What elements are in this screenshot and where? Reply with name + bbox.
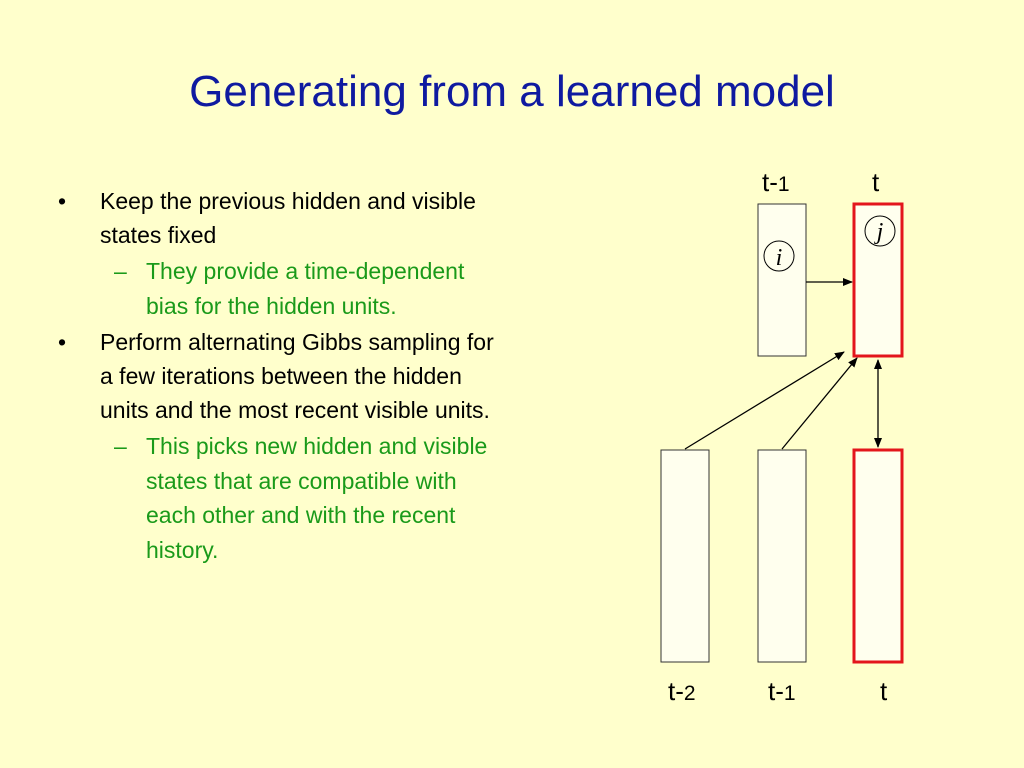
sub-bullet-marker: – [114,433,127,459]
label-t-offset: 1 [778,173,790,196]
bullet-item: • Perform alternating Gibbs sampling for… [58,325,508,427]
bullet-marker: • [58,188,67,214]
bullet-marker: • [58,329,67,355]
arrow-visible-t-minus-1-to-hidden [781,357,858,450]
label-hidden-t-minus-1: t-1 [762,167,790,197]
label-t-prefix: t- [668,676,684,706]
label-t-prefix: t- [762,167,778,197]
visible-box-t-minus-2 [660,449,710,663]
label-t-offset: 1 [784,682,796,705]
label-visible-t: t [880,676,888,706]
label-t-offset: 2 [684,682,696,705]
bullet-list: • Keep the previous hidden and visible s… [58,184,508,569]
unit-j-circle [864,215,896,247]
hidden-box-t-minus-1 [757,203,807,357]
unit-j-label: j [874,219,884,245]
sub-bullet-item: – They provide a time-dependent bias for… [58,254,508,323]
sub-bullet-item: – This picks new hidden and visible stat… [58,429,508,567]
label-t-prefix: t- [768,676,784,706]
bullet-text: Keep the previous hidden and visible sta… [100,188,476,248]
sub-bullet-text: They provide a time-dependent bias for t… [146,258,465,319]
unit-i-label: i [776,245,783,271]
slide-title: Generating from a learned model [189,67,835,116]
visible-box-t [852,448,904,664]
arrow-visible-t-minus-2-to-hidden [684,351,845,450]
label-visible-t-minus-1: t-1 [768,676,796,706]
sub-bullet-marker: – [114,258,127,284]
label-visible-t-minus-2: t-2 [668,676,696,706]
bullet-text: Perform alternating Gibbs sampling for a… [100,329,494,423]
bullet-item: • Keep the previous hidden and visible s… [58,184,508,252]
visible-box-t-minus-1 [757,449,807,663]
unit-i-circle [763,240,795,272]
label-hidden-t: t [872,167,880,197]
sub-bullet-text: This picks new hidden and visible states… [146,433,488,563]
